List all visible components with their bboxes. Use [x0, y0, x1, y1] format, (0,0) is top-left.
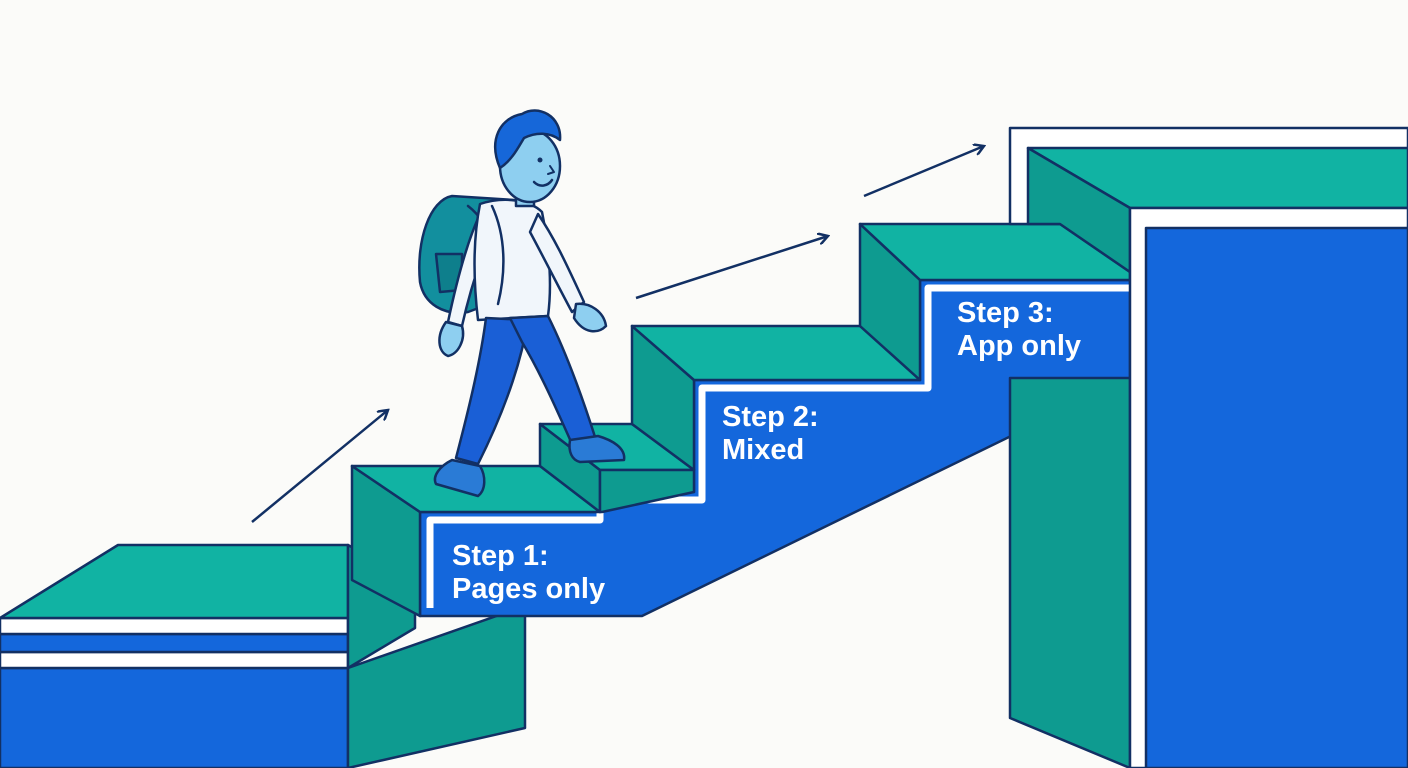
- step-1-label: Step 1: Pages only: [452, 540, 605, 605]
- step-3-label: Step 3: App only: [957, 297, 1081, 362]
- progress-arrow-icon: [635, 236, 828, 300]
- person-with-backpack-icon: [418, 109, 626, 498]
- step-2-block: [630, 324, 922, 472]
- step-2-label: Step 2: Mixed: [722, 401, 827, 466]
- progress-arrows: [251, 146, 984, 523]
- progress-arrow-icon: [863, 146, 984, 198]
- progress-arrow-icon: [251, 410, 388, 523]
- ground-block: [0, 543, 527, 768]
- top-tower: [1008, 126, 1408, 768]
